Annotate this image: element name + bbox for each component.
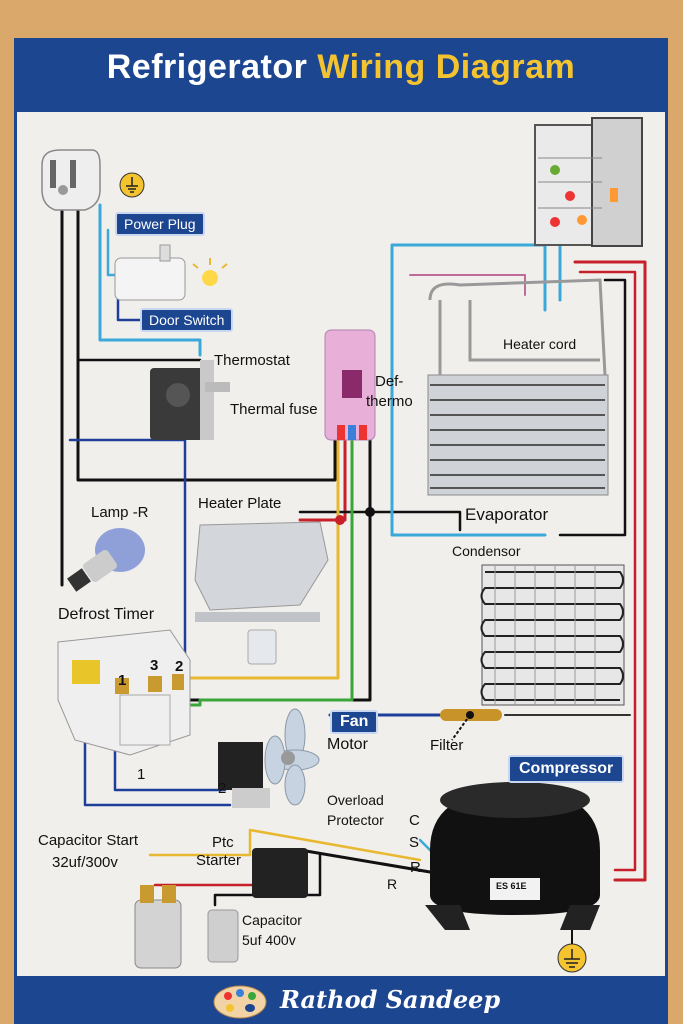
compressor-label: Compressor (508, 755, 625, 783)
evaporator-icon (427, 278, 609, 496)
def-thermo-label-2: thermo (366, 393, 413, 410)
ptc-label-2: Starter (196, 852, 242, 869)
cap-start-label-1: Capacitor Start (38, 832, 139, 849)
bulb-icon (192, 258, 228, 286)
thermal-fuse-icon (324, 329, 376, 441)
defrost-timer-icon (57, 629, 191, 756)
lamp-label: Lamp -R (91, 504, 149, 521)
wire-red-right-2 (578, 270, 637, 872)
run-capacitor-icon (207, 909, 239, 963)
condenser-icon (480, 564, 625, 706)
wire-pin-2: 2 (218, 780, 227, 797)
junction-red (335, 515, 345, 525)
motor-label: Motor (327, 736, 368, 753)
signature: Rathod Sandeep (280, 985, 501, 1014)
door-switch-icon (114, 244, 186, 301)
footer-banner (14, 976, 668, 1024)
terminal-r2: R (387, 876, 398, 892)
thermostat-icon (150, 360, 230, 440)
wire-blue-door (98, 203, 202, 357)
thermal-fuse-label: Thermal fuse (230, 401, 318, 418)
capacitor-start-icon (134, 885, 182, 969)
heater-cord-label: Heater cord (503, 336, 577, 352)
fan-label: Fan (330, 710, 379, 734)
ptc-label-1: Ptc (212, 834, 234, 851)
terminal-r: R (410, 859, 421, 876)
wire-yellow-ptc (148, 828, 422, 862)
wire-navy-door (116, 288, 142, 322)
refrigerator-icon (534, 117, 643, 247)
capacitor-label-1: Capacitor (242, 912, 302, 928)
door-switch-label: Door Switch (140, 308, 234, 332)
title-accent: Wiring Diagram (317, 48, 576, 86)
thermostat-label: Thermostat (214, 352, 290, 369)
title-main: Refrigerator (106, 48, 308, 86)
capacitor-label-2: 5uf 400v (242, 932, 296, 948)
compressor-badge: ES 61E (496, 881, 527, 891)
overload-label-2: Protector (327, 812, 384, 828)
wire-pin-1: 1 (137, 766, 146, 783)
ground-icon (119, 172, 145, 198)
lamp-icon (67, 528, 145, 592)
wire-black-overload (298, 848, 432, 874)
condensor-label: Condensor (452, 543, 521, 559)
heater-plate-icon (194, 521, 329, 665)
wire-pink (409, 274, 526, 296)
compressor-ground-icon (557, 943, 587, 973)
defrost-timer-label: Defrost Timer (58, 606, 155, 623)
cap-start-label-2: 32uf/300v (52, 854, 118, 871)
title-banner (14, 38, 668, 112)
wire-black-plug-right (76, 198, 337, 482)
junction-black (365, 507, 375, 517)
palette-icon (213, 985, 267, 1019)
def-thermo-label-1: Def- (375, 373, 404, 390)
filter-label: Filter (430, 737, 464, 754)
timer-pin-3: 3 (150, 657, 159, 674)
overload-label-1: Overload (327, 792, 384, 808)
fan-motor-icon (218, 708, 320, 808)
power-plug-label: Power Plug (115, 212, 205, 236)
heater-plate-label: Heater Plate (198, 495, 282, 512)
power-plug-icon (41, 149, 101, 211)
compressor-icon (425, 782, 600, 930)
timer-pin-1: 1 (118, 672, 127, 689)
page-title: Refrigerator Wiring Diagram (14, 48, 668, 87)
timer-pin-2: 2 (175, 658, 184, 675)
evaporator-label: Evaporator (465, 505, 549, 524)
ptc-starter-icon (252, 848, 308, 898)
wire-red-right (573, 260, 647, 882)
terminal-s: S (409, 834, 420, 851)
terminal-c: C (409, 812, 420, 829)
wire-black-right (558, 278, 627, 537)
filter-pointer (451, 714, 471, 741)
